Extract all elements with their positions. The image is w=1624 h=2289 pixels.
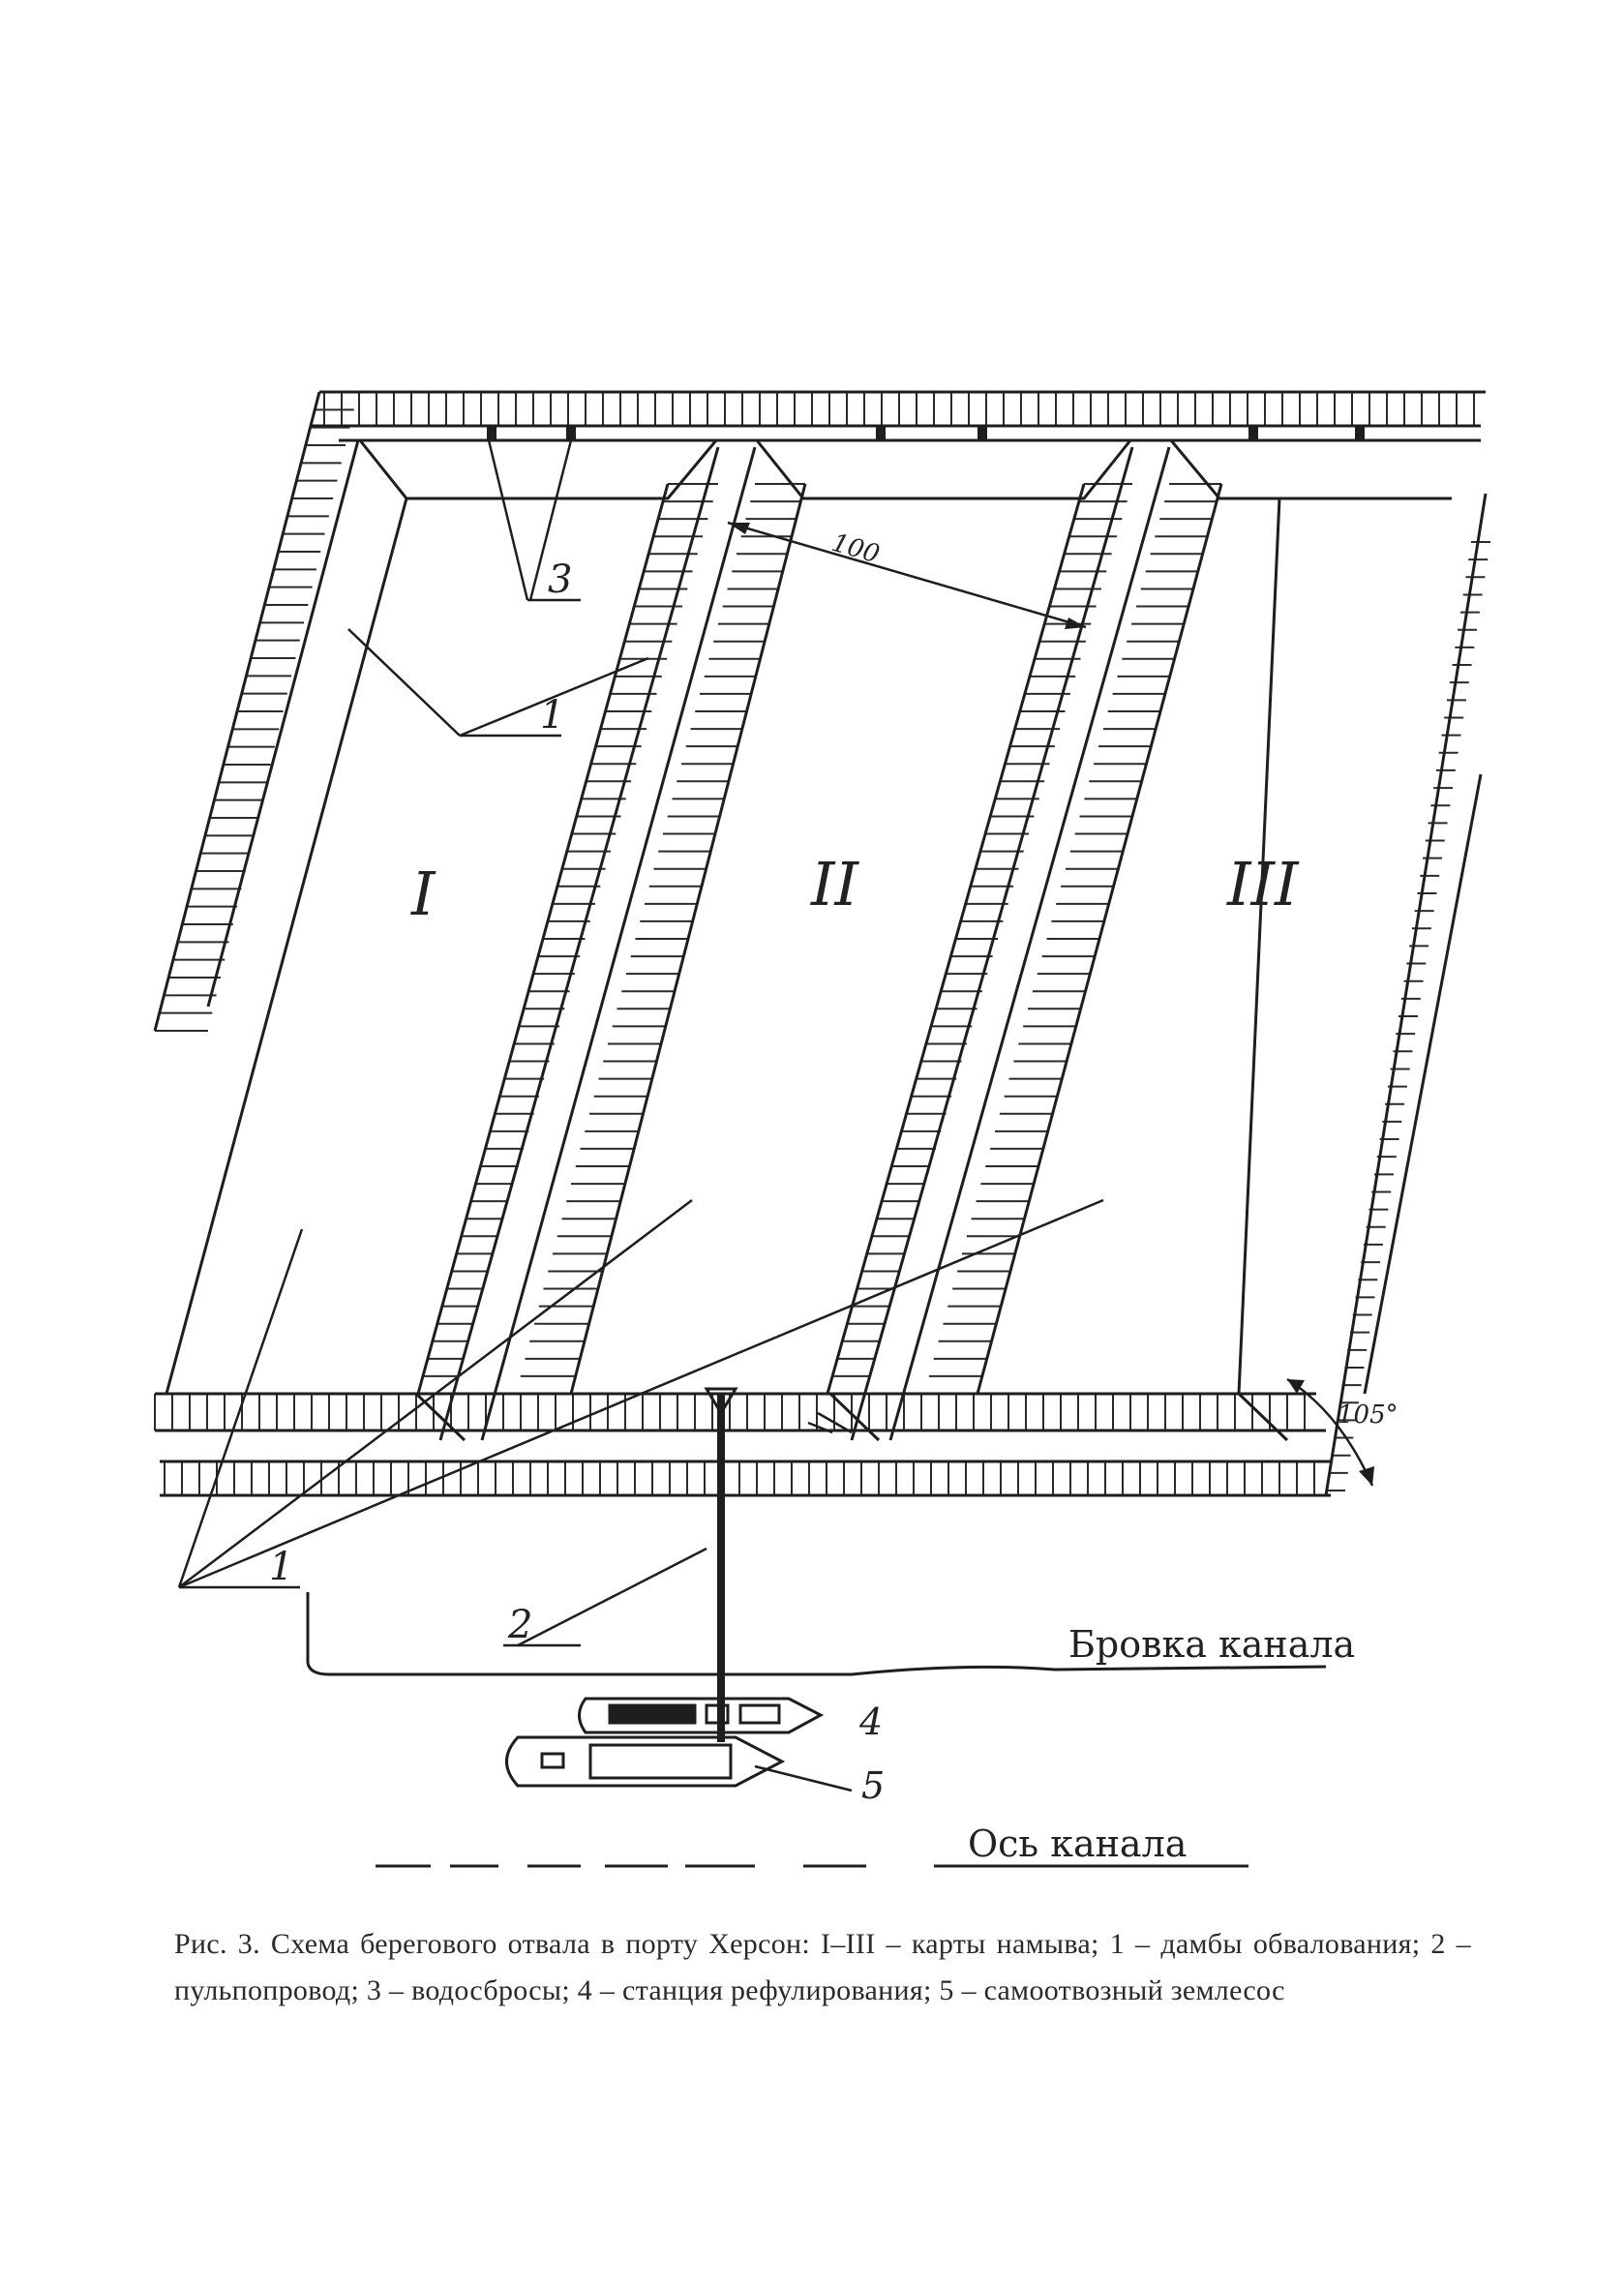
self-propelled-dredger <box>505 1735 786 1788</box>
angle-105: 105° <box>1286 1377 1398 1487</box>
map-label-1: I <box>410 858 436 929</box>
spillways-label: 3 <box>548 557 572 602</box>
map-label-3: III <box>1226 849 1300 919</box>
refulling-station-vessel <box>578 1697 825 1734</box>
canal-edge-line <box>306 1592 1327 1676</box>
leader-lines <box>177 439 1104 1792</box>
map-label-2: II <box>810 849 859 919</box>
figure-caption: Рис. 3. Схема берегового отвала в порту … <box>174 1928 1471 2006</box>
pipeline-label: 2 <box>507 1603 532 1647</box>
spillway-marks <box>487 426 1365 439</box>
dredger-label: 5 <box>861 1764 885 1807</box>
angle-label: 105° <box>1338 1401 1398 1430</box>
dams-label-bottom: 1 <box>269 1545 293 1589</box>
dimension-100: 100 <box>727 521 1087 629</box>
pipeline <box>704 1387 738 1742</box>
canal-axis-label: Ось канала <box>968 1822 1187 1865</box>
canal-edge-label: Бровка канала <box>1068 1623 1355 1666</box>
dimension-label: 100 <box>828 528 883 570</box>
dam-outlines <box>153 390 1488 1497</box>
map-dividing-dams <box>165 439 1452 1442</box>
dam-hatching <box>154 391 1490 1495</box>
dams-label-top: 1 <box>540 693 564 738</box>
station-label: 4 <box>858 1701 883 1743</box>
